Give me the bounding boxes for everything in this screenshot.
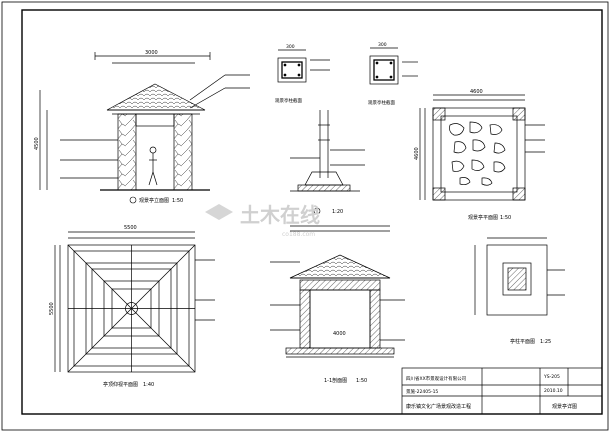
plan-top-dimension: 4600 (470, 89, 483, 95)
column-a-label: 观景亭柱截面 (275, 97, 302, 104)
plan-scale: 1:50 (500, 215, 511, 221)
elevation-label: 观景亭立面图 (139, 197, 169, 204)
footing-detail (290, 110, 365, 192)
elevation-height-dimension: 4500 (34, 137, 40, 150)
elevation-top-dimension: 3000 (145, 50, 158, 56)
watermark-url: co188.com (282, 231, 315, 238)
section-width-dimension: 4000 (333, 331, 346, 337)
watermark-text: 土木在线 (240, 203, 320, 227)
title-company: 四川省XX市景观设计有限公司 (406, 375, 466, 382)
footing-scale: 1:20 (332, 209, 343, 215)
plan-side-dimension: 4600 (414, 147, 420, 160)
plan-label: 观景亭平面图 (468, 214, 498, 221)
column-b-dimension: 300 (378, 42, 387, 48)
section-label: 1-1剖面图 (324, 377, 347, 384)
column-a-dimension: 300 (286, 44, 295, 50)
plan-view (419, 94, 545, 201)
detail-scale: 1:25 (540, 339, 551, 345)
detail-label: 亭柱平面图 (510, 338, 535, 345)
roof-top-dimension: 5500 (124, 225, 137, 231)
column-section-b (369, 47, 418, 85)
title-drawing-no: 景施-22405-15 (406, 388, 438, 395)
column-section-a (277, 49, 330, 83)
title-date: 2010.10 (544, 388, 563, 394)
section-view (270, 225, 405, 358)
column-b-label: 观景亭柱截面 (368, 99, 395, 106)
elevation-view: 3000 4500 (34, 50, 250, 191)
footing-label: 1 (316, 209, 319, 215)
inner-border (21, 9, 603, 415)
section-scale: 1:50 (356, 378, 367, 384)
roof-label: 亭顶仰视平面图 (103, 381, 138, 388)
footing-label-marker (313, 207, 321, 215)
title-drawing-name: 观景亭详图 (552, 403, 577, 410)
title-project: 康乐镇文化广场景观改造工程 (406, 403, 471, 410)
elevation-scale: 1:50 (172, 198, 183, 204)
title-block (401, 367, 603, 415)
roof-plan-view (54, 231, 215, 373)
watermark: 土木在线 co188.com (205, 203, 320, 238)
roof-scale: 1:40 (143, 382, 154, 388)
column-plan-detail (474, 237, 565, 316)
title-sheet: YS-205 (543, 374, 560, 380)
elevation-label-marker (129, 196, 137, 204)
roof-side-dimension: 5500 (49, 302, 55, 315)
